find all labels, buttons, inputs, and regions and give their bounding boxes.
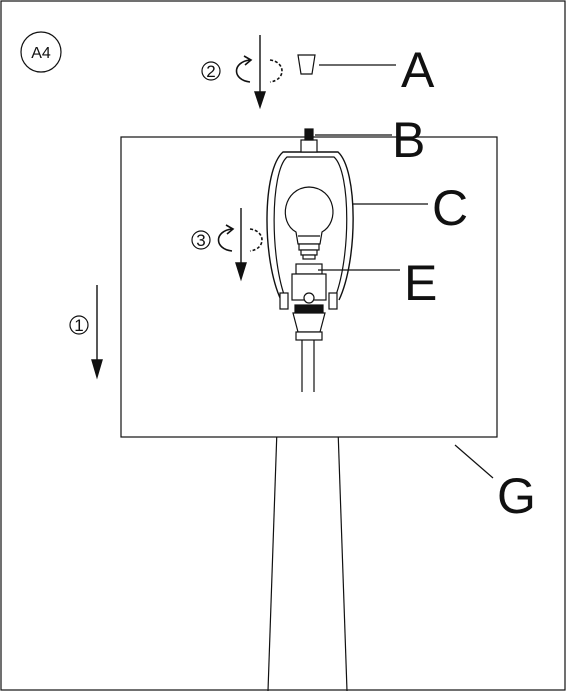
rotate-arrow-icon	[235, 55, 283, 83]
step-2-number: 2	[206, 62, 215, 81]
step-badge: A4	[31, 45, 51, 62]
light-bulb-icon	[284, 186, 334, 260]
step-3-circle	[191, 230, 211, 250]
rotate-arrow-icon	[217, 224, 263, 252]
socket	[291, 263, 327, 341]
down-arrow-icon	[254, 35, 266, 110]
step-badge-circle	[20, 31, 62, 73]
step-3-number: 3	[196, 231, 205, 250]
leader-g	[454, 444, 494, 479]
label-b: B	[392, 112, 425, 168]
harp-top-finial	[300, 128, 318, 153]
label-c: C	[432, 180, 468, 236]
lamp-stem	[301, 340, 315, 392]
label-a: A	[401, 42, 435, 98]
down-arrow-icon	[235, 208, 247, 282]
step-1-number: 1	[74, 316, 83, 335]
step-1-circle	[69, 315, 89, 335]
finial-icon	[297, 54, 316, 75]
label-e: E	[404, 255, 437, 311]
down-arrow-icon	[91, 285, 103, 380]
step-2-circle	[201, 61, 221, 81]
label-g: G	[497, 468, 536, 524]
